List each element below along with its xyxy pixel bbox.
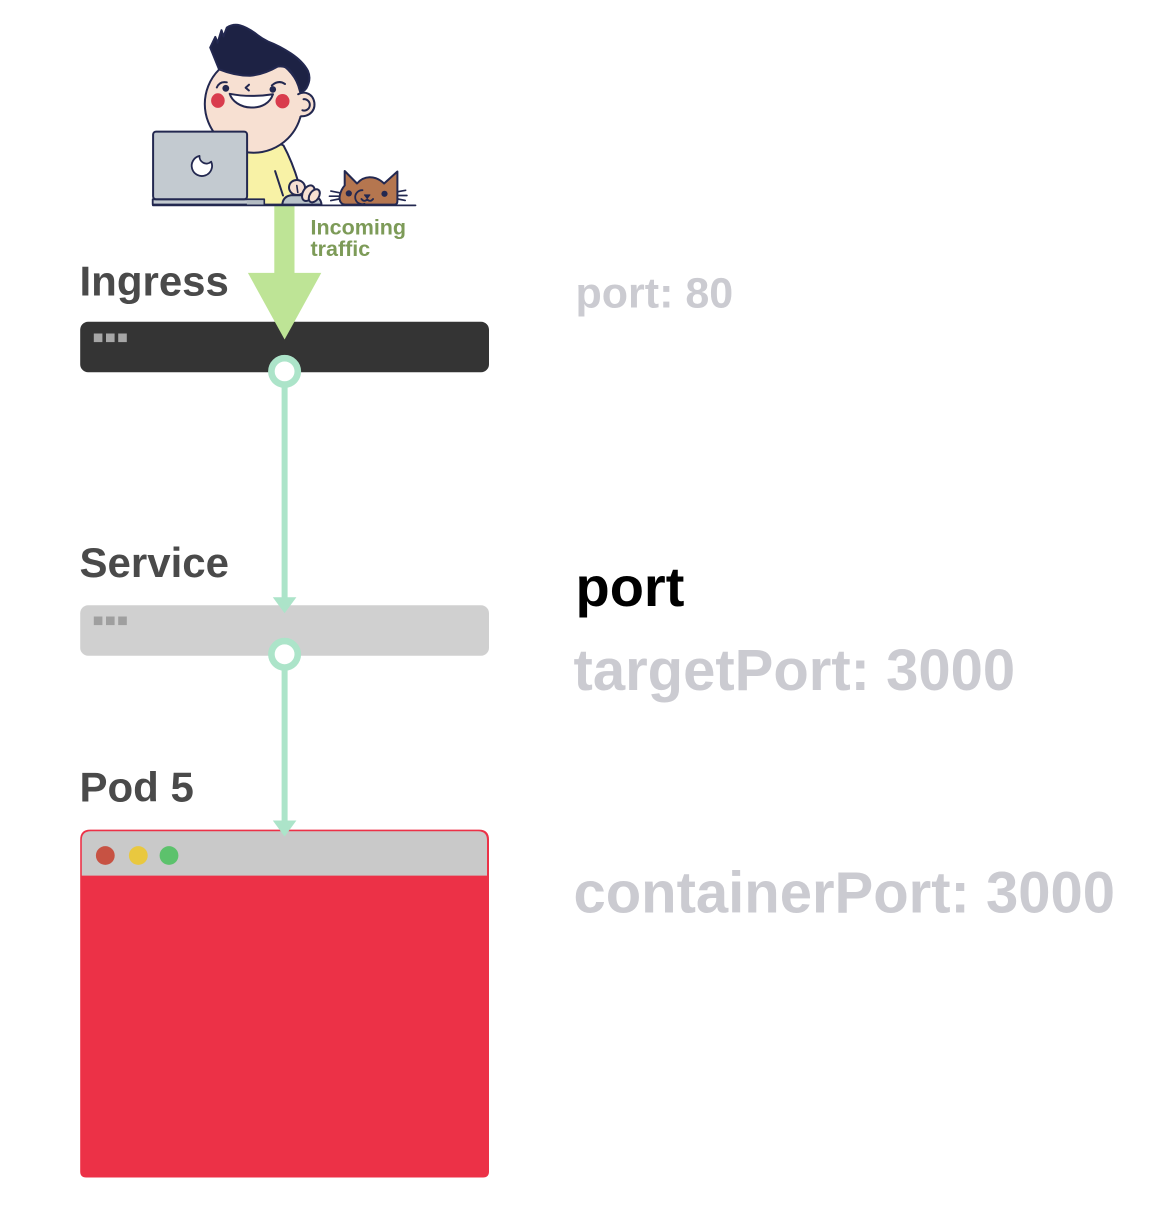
svg-text:port: 80: port: 80 (576, 270, 734, 318)
svg-text:targetPort: 3000: targetPort: 3000 (574, 638, 1016, 703)
svg-text:traffic: traffic (311, 237, 371, 261)
svg-text:port: port (576, 555, 685, 618)
svg-text:Incoming: Incoming (311, 216, 407, 240)
svg-text:Service: Service (80, 539, 229, 586)
svg-text:Ingress: Ingress (80, 258, 229, 305)
svg-text:Pod 5: Pod 5 (80, 764, 194, 811)
svg-text:containerPort: 3000: containerPort: 3000 (574, 861, 1116, 926)
